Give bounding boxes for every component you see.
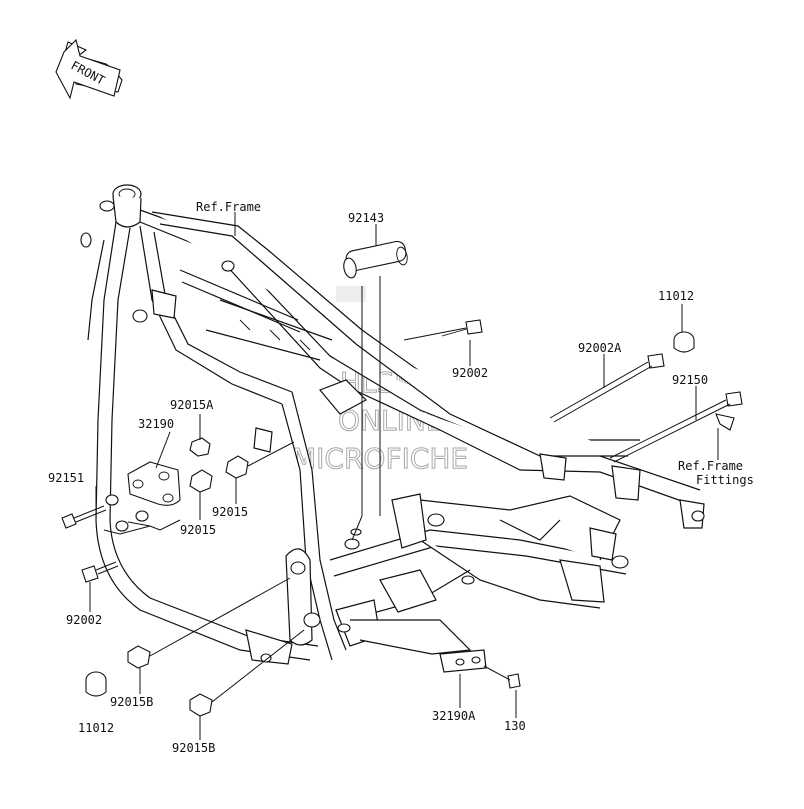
bolt-92002-center	[403, 319, 483, 341]
label-92002-left: 92002	[66, 613, 102, 627]
label-32190: 32190	[138, 417, 174, 431]
label-92015B-bottom: 92015B	[172, 741, 215, 755]
label-92150: 92150	[672, 373, 708, 387]
cap-11012-top	[673, 331, 695, 353]
parts-hardware	[61, 240, 743, 717]
bolt-92002A	[549, 353, 665, 423]
label-92143: 92143	[348, 211, 384, 225]
spacers-left	[105, 494, 149, 532]
cap-11012-bottom	[85, 671, 107, 697]
nut-92015-right	[225, 441, 295, 479]
front-arrow-icon: FRONT	[55, 38, 123, 100]
label-130: 130	[504, 719, 526, 733]
bolt-130	[483, 665, 521, 689]
frame-illustration	[80, 184, 705, 673]
bolt-92151	[61, 505, 107, 529]
label-92015-left: 92015	[180, 523, 216, 537]
bolt-92002-left	[81, 561, 119, 583]
leader-lines	[89, 212, 719, 740]
label-32190A: 32190A	[432, 709, 476, 723]
nut-92015-left	[189, 469, 213, 493]
nut-92015A	[189, 437, 211, 457]
label-11012-bottom: 11012	[78, 721, 114, 735]
label-92002-mid: 92002	[452, 366, 488, 380]
label-92015B-mid: 92015B	[110, 695, 153, 709]
label-11012-top: 11012	[658, 289, 694, 303]
part-labels: Ref.Frame 92143 11012 92002 92002A 92150…	[48, 200, 754, 755]
label-ref-frame: Ref.Frame	[196, 200, 261, 214]
bolt-92150	[609, 391, 743, 463]
label-ref-frame-fittings-line2: Fittings	[696, 473, 754, 487]
nut-92015B-mid	[127, 577, 291, 669]
collar-92143	[336, 240, 408, 302]
nut-92015B-bottom	[189, 629, 305, 717]
bracket-32190	[127, 461, 181, 506]
label-92015A: 92015A	[170, 398, 214, 412]
label-ref-frame-fittings-line1: Ref.Frame	[678, 459, 743, 473]
label-92002A: 92002A	[578, 341, 622, 355]
label-92151: 92151	[48, 471, 84, 485]
label-92015-right: 92015	[212, 505, 248, 519]
